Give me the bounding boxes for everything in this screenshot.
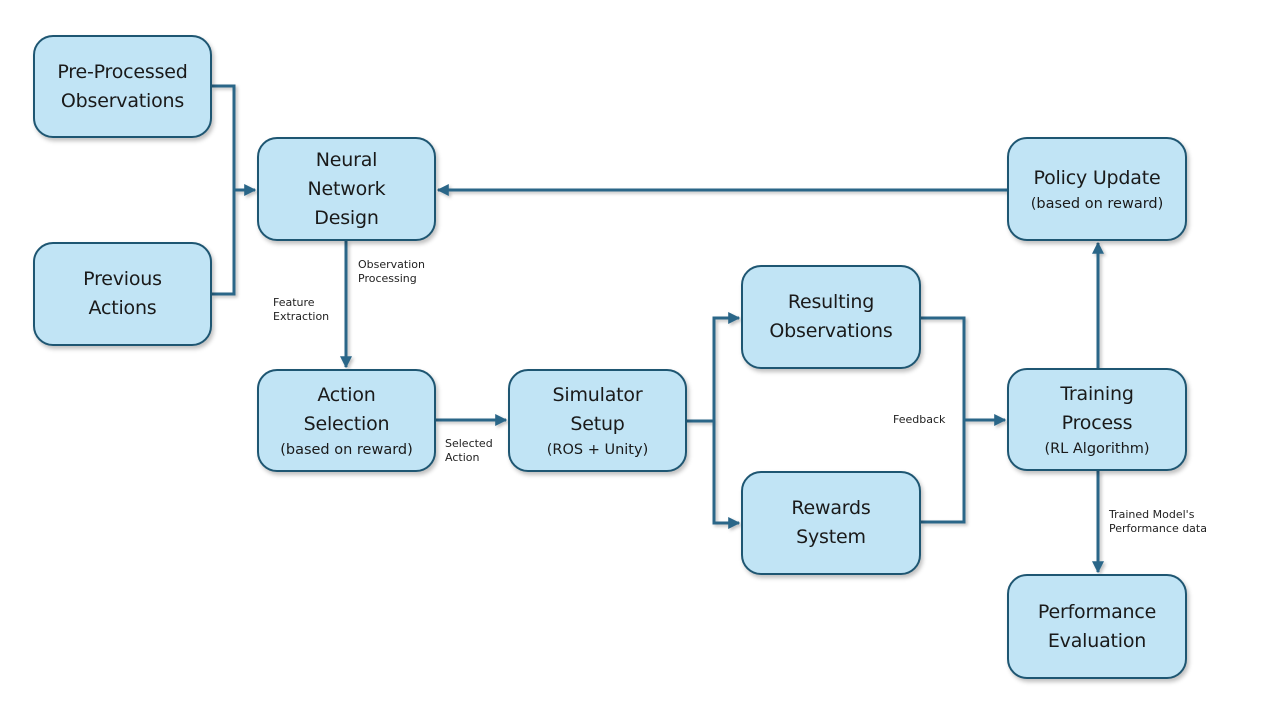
connector-pre-processed-to-junction [212, 84, 236, 190]
arrow-split-to-resulting-observations [712, 312, 741, 421]
node-simulator-setup: Simulator Setup (ROS + Unity) [508, 369, 687, 472]
node-title: Training Process [1060, 383, 1134, 434]
connector-rewards-system-to-merge [921, 420, 966, 524]
node-title: Pre-Processed Observations [57, 60, 188, 112]
arrow-split-to-rewards-system [712, 421, 741, 529]
node-subtitle: (based on reward) [1030, 196, 1164, 212]
node-action-selection: Action Selection (based on reward) [257, 369, 436, 472]
node-title: Policy Update [1033, 167, 1161, 189]
node-training-process: Training Process (RL Algorithm) [1007, 368, 1187, 471]
node-performance-evaluation: Performance Evaluation [1007, 574, 1187, 679]
edge-label-performance-data: Trained Model's Performance data [1109, 508, 1207, 535]
node-previous-actions: Previous Actions [33, 242, 212, 346]
node-title: Action Selection [303, 384, 390, 435]
edge-label-feedback: Feedback [893, 413, 946, 426]
node-subtitle: (based on reward) [280, 442, 413, 458]
node-subtitle: (RL Algorithm) [1044, 441, 1150, 457]
node-subtitle: (ROS + Unity) [546, 442, 649, 458]
node-title: Performance Evaluation [1037, 600, 1157, 652]
edge-label-selected-action: Selected Action [445, 437, 493, 464]
node-neural-network-design: Neural Network Design [257, 137, 436, 241]
connector-previous-actions-to-junction [212, 190, 236, 296]
node-resulting-observations: Resulting Observations [741, 265, 921, 369]
connector-resulting-observations-to-merge [921, 316, 966, 420]
node-policy-update: Policy Update (based on reward) [1007, 137, 1187, 241]
edge-label-observation-processing: Observation Processing [358, 258, 425, 285]
node-title: Previous Actions [83, 268, 162, 319]
edge-label-feature-extraction: Feature Extraction [273, 296, 330, 323]
node-title: Simulator Setup [552, 384, 643, 435]
node-pre-processed-observations: Pre-Processed Observations [33, 35, 212, 138]
node-rewards-system: Rewards System [741, 471, 921, 575]
node-title: Resulting Observations [769, 291, 893, 342]
node-title: Neural Network Design [307, 148, 386, 229]
node-title: Rewards System [791, 497, 871, 548]
